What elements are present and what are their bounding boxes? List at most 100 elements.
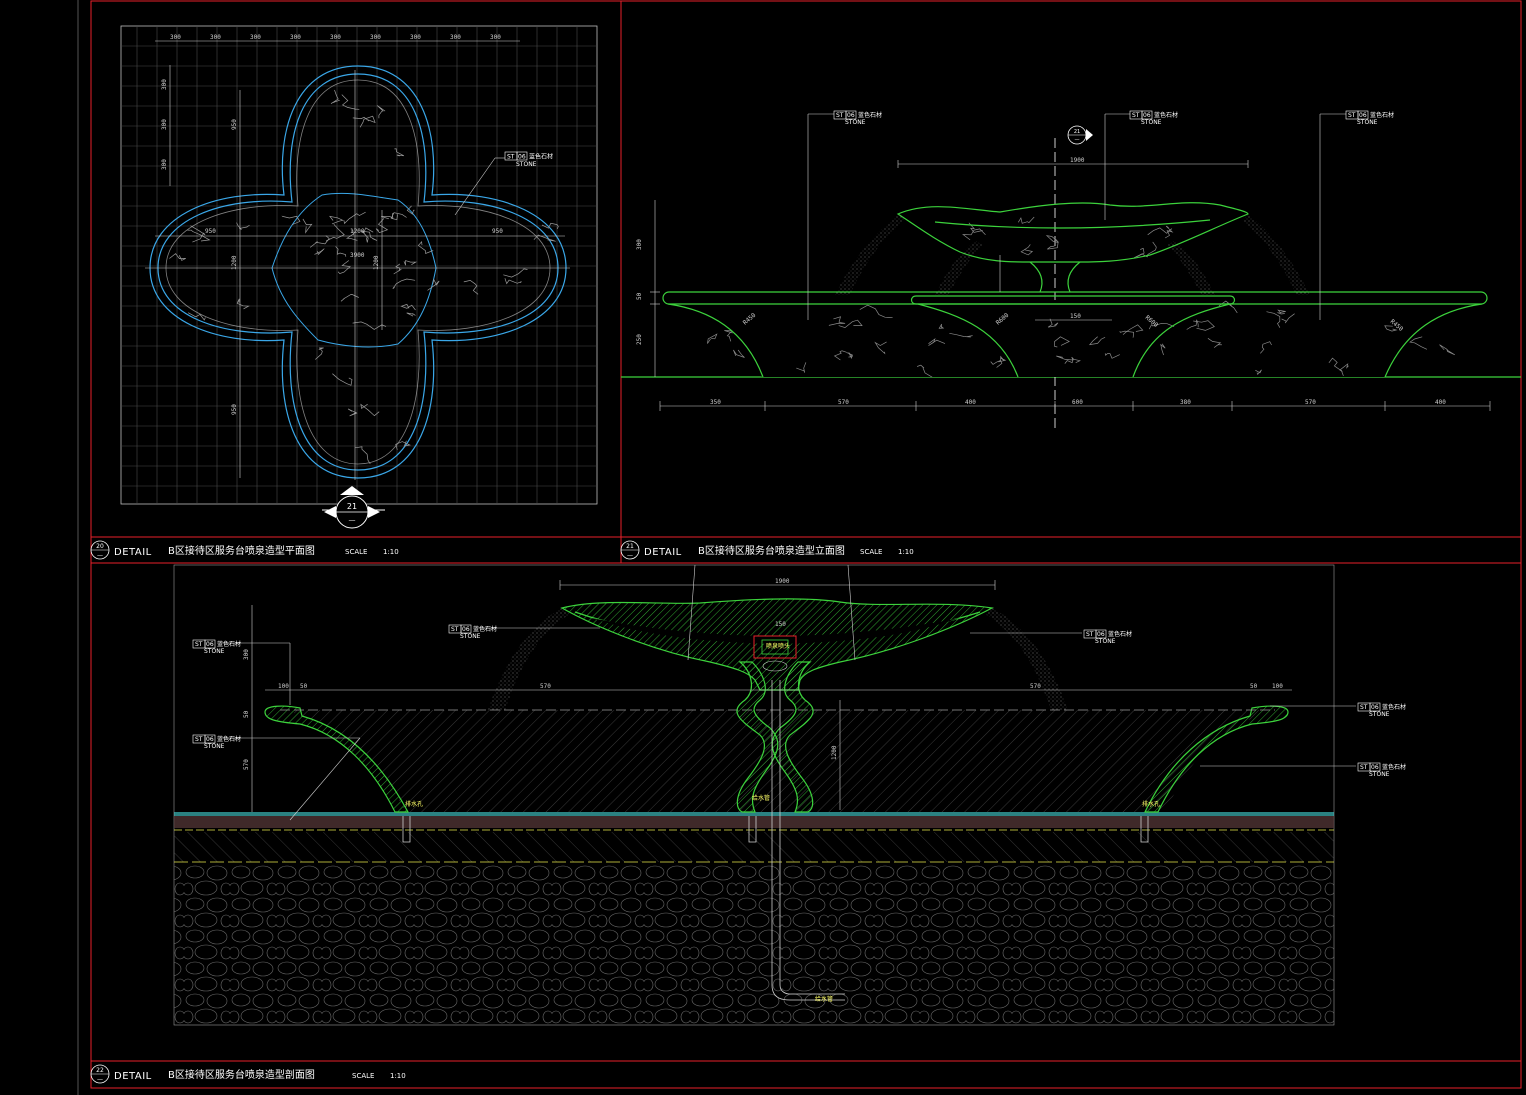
drain-center-label: 给水管 [752,794,770,802]
svg-text:ST: ST [195,736,203,743]
svg-text:DETAIL: DETAIL [114,1071,152,1082]
svg-text:ST: ST [1360,764,1368,771]
svg-text:300: 300 [243,649,250,660]
svg-text:ST: ST [451,626,459,633]
sheet-frame [90,0,1522,1089]
title-bar-section: 22 — DETAIL B区接待区服务台喷泉造型剖面图 SCALE 1:10 [90,1064,406,1084]
plan-section-marker: 21 — [322,486,385,529]
plan-left-dim: 300 [161,119,168,130]
svg-text:B区接待区服务台喷泉造型立面图: B区接待区服务台喷泉造型立面图 [698,544,845,557]
drain-right-label: 排水孔 [1142,800,1160,808]
elevation-bottom-dim: 350 [710,399,721,406]
svg-text:STONE: STONE [845,119,866,126]
elevation-section-marker: 21 — [1067,125,1093,145]
svg-text:570: 570 [1030,683,1041,690]
svg-text:ST: ST [1360,704,1368,711]
plan-top-dim: 300 [330,34,341,41]
svg-text:—: — [627,552,633,559]
plan-top-dim: 300 [210,34,221,41]
svg-text:蓝色石材: 蓝色石材 [217,640,241,648]
svg-text:STONE: STONE [516,161,537,168]
svg-text:50: 50 [243,710,250,718]
svg-text:1:10: 1:10 [898,548,914,556]
plan-dim-center-width: 1200 [350,228,365,235]
svg-text:STONE: STONE [1369,771,1390,778]
svg-text:06: 06 [1371,764,1379,771]
svg-text:STONE: STONE [204,648,225,655]
svg-text:ST: ST [1086,631,1094,638]
svg-text:100: 100 [1272,683,1283,690]
plan-top-dim: 300 [410,34,421,41]
svg-text:06: 06 [1097,631,1105,638]
svg-text:蓝色石材: 蓝色石材 [1154,111,1178,119]
plan-top-dim: 300 [290,34,301,41]
svg-text:1:10: 1:10 [383,548,399,556]
svg-text:ST: ST [1132,112,1140,119]
svg-text:1:10: 1:10 [390,1072,406,1080]
plan-top-dim: 300 [250,34,261,41]
svg-text:蓝色石材: 蓝色石材 [858,111,882,119]
plan-dim-total-width: 3900 [350,252,365,259]
svg-text:20: 20 [96,543,104,550]
section-dimensions [251,564,1292,812]
elevation-inner-dim: 150 [1070,313,1081,320]
stone-texture [169,89,559,465]
section-view: 1900 300 50 570 100 50 570 570 50 100 12… [173,564,1406,1026]
svg-text:蓝色石材: 蓝色石材 [1108,630,1132,638]
svg-text:SCALE: SCALE [352,1072,374,1080]
svg-text:STONE: STONE [204,743,225,750]
svg-text:06: 06 [1371,704,1379,711]
plan-grid [121,26,597,504]
svg-text:150: 150 [775,621,786,628]
svg-text:06: 06 [847,112,855,119]
svg-text:22: 22 [96,1067,104,1074]
svg-text:1200: 1200 [831,745,838,760]
svg-text:100: 100 [278,683,289,690]
elevation-bottom-dim: 600 [1072,399,1083,406]
svg-text:ST: ST [836,112,844,119]
svg-text:06: 06 [1143,112,1151,119]
svg-text:ST: ST [507,154,515,161]
svg-text:STONE: STONE [1141,119,1162,126]
elevation-left-dim-3: 250 [636,334,643,345]
plan-dim-vert-mid2: 1200 [373,255,380,270]
elevation-left-dim-2: 50 [636,292,643,300]
elevation-bottom-dim: 570 [1305,399,1316,406]
section-border [173,564,1335,1026]
svg-text:570: 570 [540,683,551,690]
elevation-bottom-dim: 400 [1435,399,1446,406]
elevation-basin [662,202,1488,378]
title-bar-plan: 20 — DETAIL B区接待区服务台喷泉造型平面图 SCALE 1:10 [90,540,399,560]
svg-text:蓝色石材: 蓝色石材 [217,735,241,743]
svg-text:—: — [97,552,103,559]
plan-dim-side-left: 950 [205,228,216,235]
svg-text:STONE: STONE [460,633,481,640]
svg-text:ST: ST [195,641,203,648]
water-spray [835,214,1310,295]
svg-text:STONE: STONE [1357,119,1378,126]
svg-text:50: 50 [1250,683,1258,690]
plan-material-tag: ST 06 蓝色石材 STONE [454,151,553,216]
plan-dim-side-right: 950 [492,228,503,235]
svg-text:06: 06 [206,736,214,743]
svg-text:蓝色石材: 蓝色石材 [1382,763,1406,771]
section-ring [264,705,1289,813]
nozzle-label: 喷泉喷头 [766,642,790,650]
svg-text:570: 570 [243,759,250,770]
drain-left-label: 排水孔 [405,800,423,808]
svg-text:B区接待区服务台喷泉造型剖面图: B区接待区服务台喷泉造型剖面图 [168,1068,315,1081]
svg-text:蓝色石材: 蓝色石材 [473,625,497,633]
svg-text:DETAIL: DETAIL [114,547,152,558]
elevation-dimensions [650,160,1490,407]
svg-text:STONE: STONE [1369,711,1390,718]
section-stem [736,661,814,813]
